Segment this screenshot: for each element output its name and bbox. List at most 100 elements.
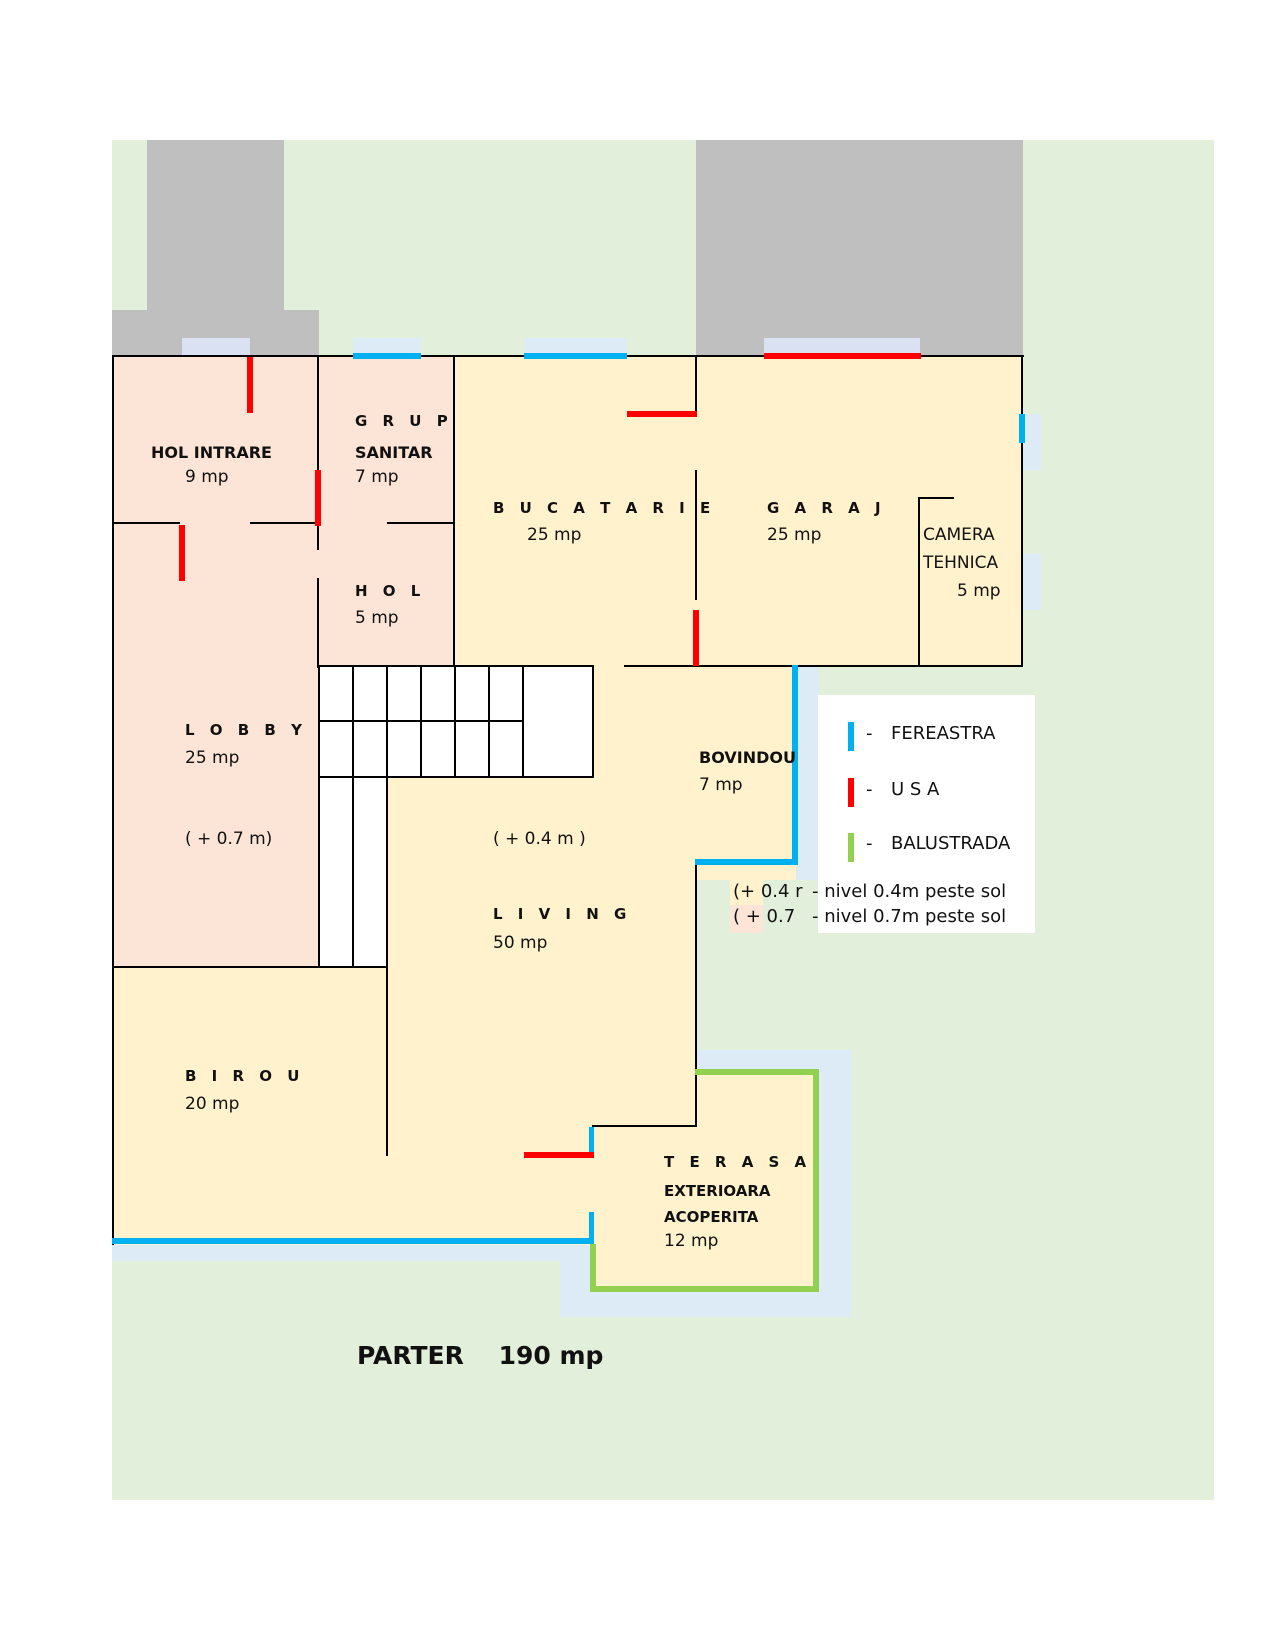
room-label-living: L I V I N G [493, 905, 632, 923]
room-label-hol: H O L [355, 582, 426, 600]
room-area-bovindou: 7 mp [699, 775, 743, 795]
room-area-hol: 5 mp [355, 608, 399, 628]
window-halo [1022, 554, 1041, 610]
floor-total-area: 190 mp [498, 1341, 604, 1370]
bovindou-halo [797, 665, 819, 880]
wall [695, 355, 697, 411]
wall [112, 966, 386, 968]
legend-level-04-key: (+ 0.4 r [733, 881, 803, 902]
south-halo [112, 1242, 572, 1261]
wall [695, 862, 697, 1126]
room-label-lobby: L O B B Y [185, 721, 307, 739]
door [179, 525, 185, 581]
legend-swatch-level-07 [730, 905, 763, 933]
room-label-exterioara: EXTERIOARA [664, 1182, 771, 1200]
legend-label-window: FEREASTRA [891, 723, 996, 744]
stair-step [318, 776, 354, 968]
window [589, 1127, 594, 1155]
legend-label-door: U S A [891, 779, 940, 800]
room-area-hol-intrare: 9 mp [185, 467, 229, 487]
stair-step [386, 665, 422, 722]
wall-west [112, 355, 114, 1245]
door [627, 411, 697, 417]
stair-landing [522, 665, 594, 778]
room-area-lobby: 25 mp [185, 748, 240, 768]
stair-step [488, 665, 524, 722]
wall [386, 776, 388, 1156]
legend-swatch-level-04 [730, 880, 763, 905]
room-label-hol-intrare: HOL INTRARE [151, 443, 272, 462]
stair-step [318, 665, 354, 722]
room-label-garaj: G A R A J [767, 499, 886, 517]
window [589, 1212, 594, 1244]
entrance-path [147, 140, 284, 310]
door [315, 470, 321, 526]
wall [317, 578, 319, 668]
window-halo [1022, 414, 1041, 470]
stair-step [386, 720, 422, 778]
legend-dash: - [866, 833, 873, 854]
room-area-living: 50 mp [493, 933, 548, 953]
window-south [112, 1238, 594, 1244]
wall [918, 497, 920, 667]
legend-level-07-desc: - nivel 0.7m peste sol [812, 906, 1007, 927]
room-area-birou: 20 mp [185, 1094, 240, 1114]
wall [112, 522, 180, 524]
stair-step [420, 720, 456, 778]
room-label-sanitar: SANITAR [355, 443, 433, 462]
wall [624, 665, 1022, 667]
room-level-lobby: ( + 0.7 m) [185, 829, 273, 849]
room-label-birou: B I R O U [185, 1067, 305, 1085]
garage-door-halo [764, 338, 920, 356]
legend-level-04-desc: - nivel 0.4m peste sol [812, 881, 1007, 902]
door [693, 610, 699, 666]
driveway [696, 140, 1023, 357]
stair-step [420, 665, 456, 722]
legend-swatch-door [848, 778, 854, 807]
lobby-fill [112, 356, 319, 966]
plan-title: PARTER 190 mp [357, 1341, 603, 1370]
kitchen-garage-fill [455, 356, 1022, 666]
legend-box [818, 695, 1035, 933]
floor-name: PARTER [357, 1341, 464, 1370]
legend-level-07-key: ( + 0.7 [733, 906, 796, 927]
railing [813, 1069, 819, 1292]
room-level-living: ( + 0.4 m ) [493, 829, 586, 849]
room-label-acoperita: ACOPERITA [664, 1208, 759, 1226]
window-halo [524, 338, 627, 356]
legend-swatch-window [848, 722, 854, 751]
entrance-halo [182, 338, 250, 356]
railing [695, 1069, 818, 1075]
window-halo [353, 338, 421, 356]
wall [453, 355, 455, 667]
door [524, 1152, 594, 1158]
room-area-bucatarie: 25 mp [527, 525, 582, 545]
railing [590, 1244, 596, 1292]
room-label-bucatarie: B U C A T A R I E [493, 499, 716, 517]
legend-dash: - [866, 779, 873, 800]
room-label-terasa: T E R A S A [664, 1153, 812, 1171]
stair-step [352, 776, 388, 968]
bovindou-window [792, 665, 798, 865]
room-label-grup: G R U P [355, 412, 453, 430]
room-area-camera-tehnica: 5 mp [957, 581, 1001, 601]
legend-dash: - [866, 723, 873, 744]
wall [317, 355, 319, 550]
wall [250, 522, 318, 524]
stair-step [454, 665, 490, 722]
window [524, 353, 627, 359]
wall [592, 1125, 697, 1127]
birou-fill [112, 966, 572, 1245]
legend-label-railing: BALUSTRADA [891, 833, 1011, 854]
bovindou-window [695, 859, 798, 865]
garage-door [764, 353, 921, 359]
wall-east [1021, 355, 1023, 667]
terrace-halo-top [696, 1050, 852, 1070]
room-area-terasa: 12 mp [664, 1231, 719, 1251]
room-label-bovindou: BOVINDOU [699, 748, 796, 767]
railing [590, 1286, 819, 1292]
stair-step [318, 720, 354, 778]
legend-swatch-railing [848, 833, 854, 862]
stair-step [352, 665, 388, 722]
terrace-fill [592, 1125, 816, 1288]
